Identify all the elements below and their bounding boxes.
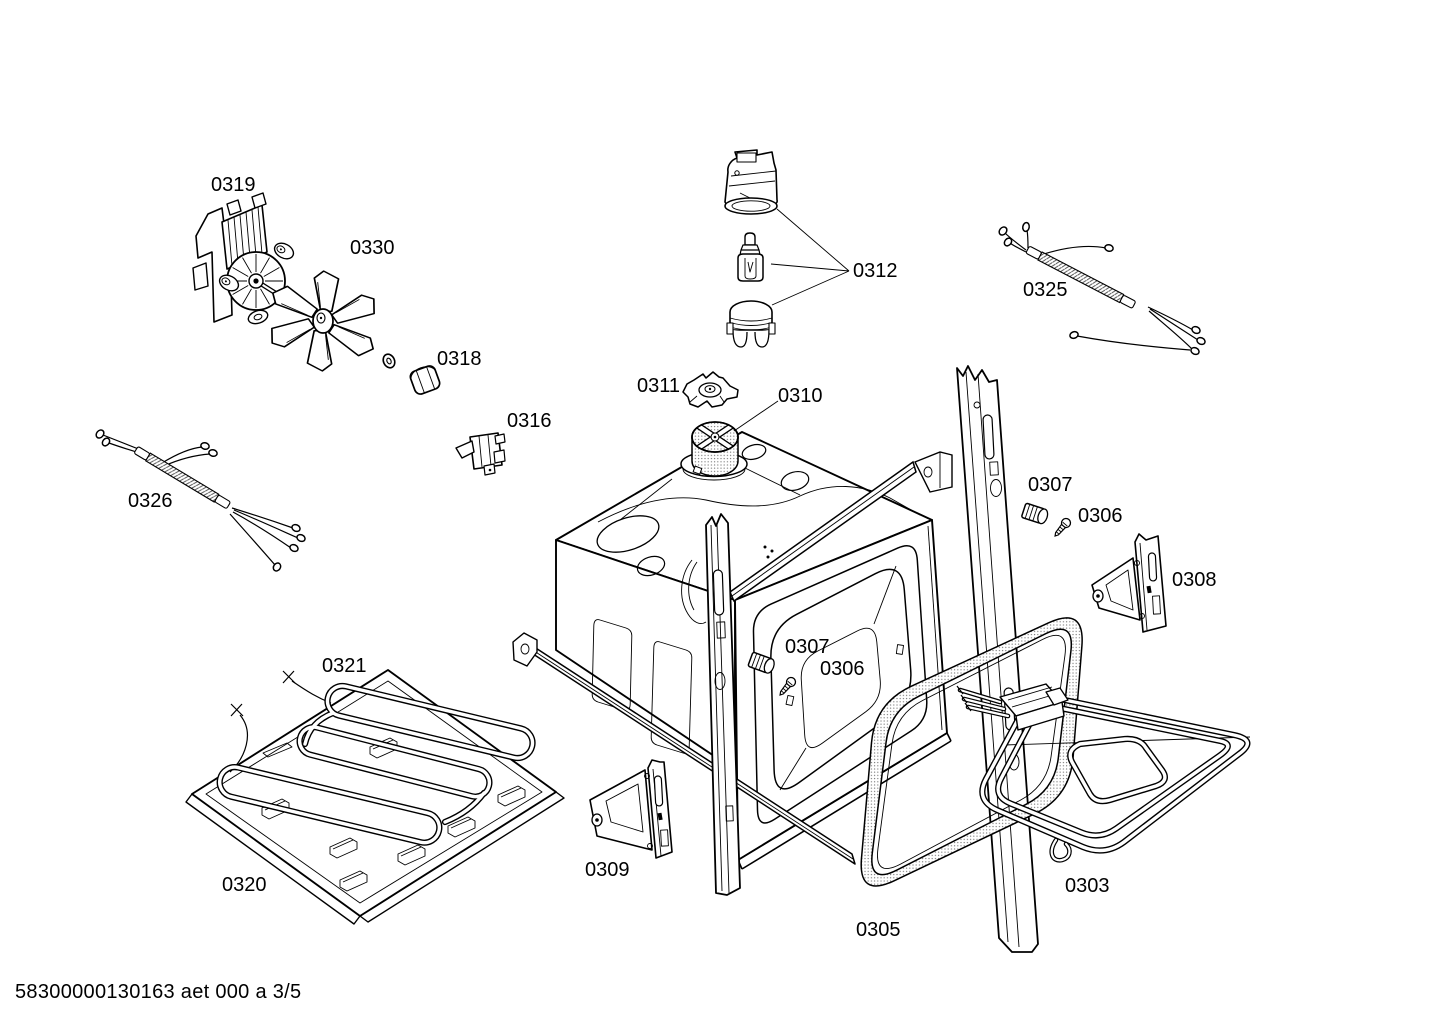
part-label-0311: 0311 bbox=[637, 375, 680, 397]
part-label-0325: 0325 bbox=[1023, 279, 1068, 301]
rail-foot bbox=[512, 632, 538, 667]
part-label-0305: 0305 bbox=[856, 919, 901, 941]
bottom-front-rail bbox=[512, 632, 856, 865]
part-label-0308: 0308 bbox=[1172, 569, 1217, 591]
hex-nut bbox=[409, 365, 441, 395]
part-labels: 0319 0330 0318 0316 0312 0325 0326 0311 … bbox=[128, 174, 1217, 941]
lamp-glass-cover bbox=[726, 300, 776, 348]
part-label-0309: 0309 bbox=[585, 859, 630, 881]
part-label-0319: 0319 bbox=[211, 174, 256, 196]
part-label-0307: 0307 bbox=[1028, 474, 1073, 496]
baffle-plate bbox=[185, 669, 565, 925]
wire-harness-right bbox=[998, 221, 1206, 356]
lamp-bulb bbox=[737, 232, 764, 282]
thermostat-switch bbox=[455, 432, 506, 476]
part-label-0303: 0303 bbox=[1065, 875, 1110, 897]
lamp-socket bbox=[680, 421, 748, 481]
spacer-screw-center bbox=[747, 651, 797, 696]
spacer-screw-right bbox=[1021, 502, 1072, 537]
part-label-0312: 0312 bbox=[853, 260, 898, 282]
lamp-assembly bbox=[724, 149, 850, 348]
front-left-rail bbox=[705, 513, 741, 896]
mounting-bracket-right bbox=[1091, 533, 1167, 633]
part-label-0316: 0316 bbox=[507, 410, 552, 432]
screw bbox=[779, 676, 797, 696]
part-label-0307-center: 0307 bbox=[785, 636, 830, 658]
ring-terminals bbox=[95, 429, 306, 572]
leader-lines-0312 bbox=[770, 208, 850, 306]
part-label-0320: 0320 bbox=[222, 874, 267, 896]
part-label-0330: 0330 bbox=[350, 237, 395, 259]
part-label-0318: 0318 bbox=[437, 348, 482, 370]
grill-element bbox=[956, 683, 1250, 863]
document-number-footer: 58300000130163 aet 000 a 3/5 bbox=[15, 981, 302, 1003]
fan-impeller bbox=[271, 270, 375, 372]
leader-line-0310 bbox=[733, 400, 779, 432]
rail-flange bbox=[914, 451, 953, 493]
fan-motor bbox=[192, 192, 295, 325]
screw bbox=[1054, 517, 1072, 537]
wire-harness-left bbox=[95, 429, 306, 572]
mounting-bracket-left bbox=[589, 759, 673, 859]
part-label-0306-center: 0306 bbox=[820, 658, 865, 680]
part-label-0306: 0306 bbox=[1078, 505, 1123, 527]
part-label-0326: 0326 bbox=[128, 490, 173, 512]
washer-and-nut bbox=[382, 353, 441, 395]
part-label-0310: 0310 bbox=[778, 385, 823, 407]
part-label-0321: 0321 bbox=[322, 655, 367, 677]
bake-element bbox=[217, 670, 536, 846]
top-rail bbox=[729, 451, 953, 603]
lamp-retainer bbox=[682, 371, 739, 408]
ring-terminals bbox=[998, 221, 1206, 356]
